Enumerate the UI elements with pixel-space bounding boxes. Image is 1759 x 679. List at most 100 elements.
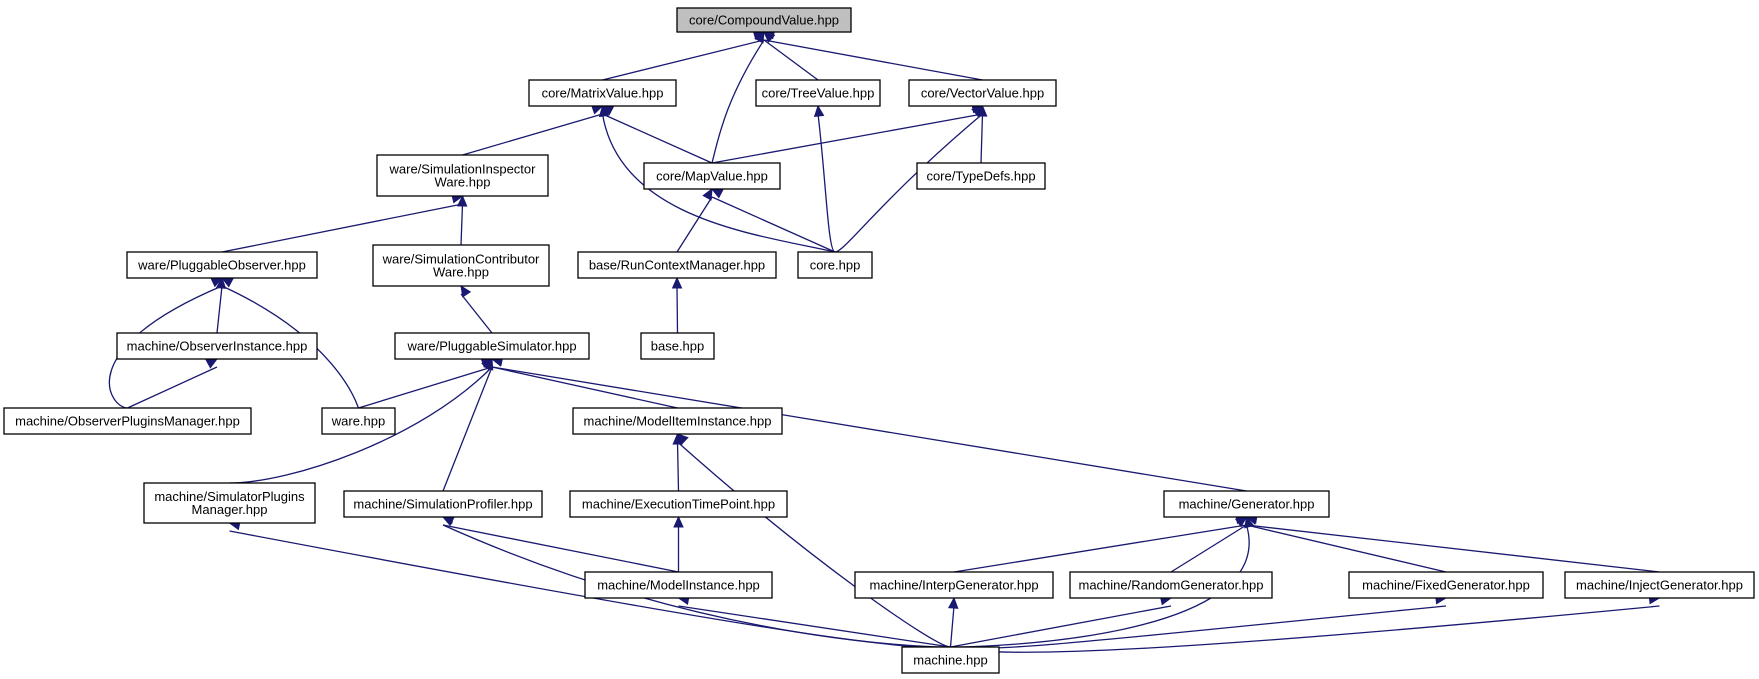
arrowhead-icon: [813, 104, 825, 118]
edge-line: [442, 366, 493, 492]
node-box: [376, 154, 549, 197]
edge-line: [358, 366, 493, 409]
edge-line: [221, 285, 360, 409]
node-label: Ware.hpp: [435, 175, 491, 190]
edge-observerpluginsmanager-to-observerinstance: [127, 358, 219, 409]
node-observerinstance[interactable]: machine/ObserverInstance.hpp: [116, 332, 318, 360]
node-simulationprofiler[interactable]: machine/SimulationProfiler.hpp: [343, 490, 543, 518]
nodes-layer: core/CompoundValue.hpp core/MatrixValue.h…: [3, 7, 1755, 674]
node-box: [528, 79, 677, 107]
node-modelinstance[interactable]: machine/ModelInstance.hpp: [584, 571, 773, 599]
node-label: core/TreeValue.hpp: [762, 86, 875, 101]
node-label: machine/SimulatorPlugins: [154, 489, 305, 504]
edge-ware-to-pluggablesimulator: [358, 357, 494, 409]
edge-treevalue-to-compoundvalue: [763, 31, 819, 81]
edge-modelinstance-to-executiontimepoint: [673, 515, 684, 572]
node-label: machine/ModelItemInstance.hpp: [584, 414, 772, 429]
node-label: machine/ExecutionTimePoint.hpp: [582, 497, 775, 512]
edge-line: [950, 605, 1172, 648]
edge-line: [817, 113, 836, 253]
node-label: Ware.hpp: [433, 265, 489, 280]
node-box: [854, 571, 1054, 599]
node-injectgenerator[interactable]: machine/InjectGenerator.hpp: [1564, 571, 1755, 599]
edge-pluggableobserver-to-siminspector: [221, 193, 464, 253]
edges-layer: [108, 29, 1661, 653]
edge-line: [950, 605, 1447, 650]
edge-line: [711, 113, 983, 164]
arrowhead-icon: [676, 433, 689, 446]
edge-mapvalue-to-vectorvalue: [711, 103, 984, 164]
edge-line: [462, 113, 603, 156]
node-box: [394, 332, 590, 360]
node-box: [901, 646, 1000, 674]
edge-simulationprofiler-to-pluggablesimulator: [442, 357, 494, 492]
node-runcontextmanager[interactable]: base/RunContextManager.hpp: [577, 251, 777, 279]
node-interpgenerator[interactable]: machine/InterpGenerator.hpp: [854, 571, 1054, 599]
edge-line: [460, 203, 464, 246]
node-box: [116, 332, 318, 360]
edge-line: [601, 113, 836, 253]
node-matrixvalue[interactable]: core/MatrixValue.hpp: [528, 79, 677, 107]
edge-core-to-matrixvalue: [598, 104, 836, 253]
node-base[interactable]: base.hpp: [640, 332, 715, 360]
edge-line: [602, 39, 765, 81]
node-box: [755, 79, 881, 107]
node-box: [1564, 571, 1755, 599]
arrowhead-icon: [441, 516, 455, 527]
node-observerpluginsmanager[interactable]: machine/ObserverPluginsManager.hpp: [3, 407, 252, 435]
node-modeliteminstance[interactable]: machine/ModelItemInstance.hpp: [572, 407, 783, 435]
edge-siminspector-to-matrixvalue: [462, 104, 604, 156]
edge-line: [763, 39, 983, 81]
edge-line: [950, 605, 1660, 653]
edge-line: [460, 293, 493, 334]
edge-interpgenerator-to-generator: [953, 513, 1248, 573]
node-box: [143, 482, 316, 524]
edge-line: [491, 366, 678, 409]
node-treevalue[interactable]: core/TreeValue.hpp: [755, 79, 881, 107]
node-pluggablesimulator[interactable]: ware/PluggableSimulator.hpp: [394, 332, 590, 360]
edge-line: [221, 203, 463, 253]
node-pluggableobserver[interactable]: ware/PluggableObserver.hpp: [126, 251, 318, 279]
node-box: [343, 490, 543, 518]
node-fixedgenerator[interactable]: machine/FixedGenerator.hpp: [1348, 571, 1544, 599]
edge-line: [711, 196, 836, 253]
node-mapvalue[interactable]: core/MapValue.hpp: [643, 162, 781, 190]
edge-line: [676, 196, 713, 253]
node-core[interactable]: core.hpp: [797, 251, 873, 279]
node-label: machine/RandomGenerator.hpp: [1078, 578, 1263, 593]
edge-modelinstance-to-simulationprofiler: [441, 514, 679, 573]
node-label: ware/SimulationContributor: [382, 252, 540, 267]
arrowhead-icon: [215, 276, 227, 289]
node-box: [908, 79, 1057, 107]
node-box: [584, 571, 773, 599]
node-ware[interactable]: ware.hpp: [321, 407, 396, 435]
node-label: machine/ObserverPluginsManager.hpp: [15, 414, 240, 429]
node-box: [321, 407, 396, 435]
node-box: [676, 7, 852, 33]
node-box: [577, 251, 777, 279]
edge-observerinstance-to-pluggableobserver: [215, 276, 227, 334]
edge-line: [229, 366, 493, 484]
node-randomgenerator[interactable]: machine/RandomGenerator.hpp: [1069, 571, 1273, 599]
edge-core-to-treevalue: [813, 104, 836, 253]
node-generator[interactable]: machine/Generator.hpp: [1163, 490, 1330, 518]
edge-typedefs-to-vectorvalue: [976, 104, 988, 164]
node-typedefs[interactable]: core/TypeDefs.hpp: [916, 162, 1046, 190]
node-machine[interactable]: machine.hpp: [901, 646, 1000, 674]
node-box: [640, 332, 715, 360]
node-compoundvalue[interactable]: core/CompoundValue.hpp: [676, 7, 852, 33]
edge-line: [763, 39, 819, 81]
edge-line: [834, 113, 983, 253]
edge-line: [678, 605, 951, 648]
node-label: machine/FixedGenerator.hpp: [1362, 578, 1530, 593]
node-vectorvalue[interactable]: core/VectorValue.hpp: [908, 79, 1057, 107]
edge-core-to-mapvalue: [710, 188, 836, 253]
arrowhead-icon: [710, 188, 724, 199]
arrowhead-icon: [483, 357, 494, 371]
node-box: [569, 490, 788, 518]
node-label: ware/PluggableSimulator.hpp: [406, 339, 576, 354]
node-executiontimepoint[interactable]: machine/ExecutionTimePoint.hpp: [569, 490, 788, 518]
